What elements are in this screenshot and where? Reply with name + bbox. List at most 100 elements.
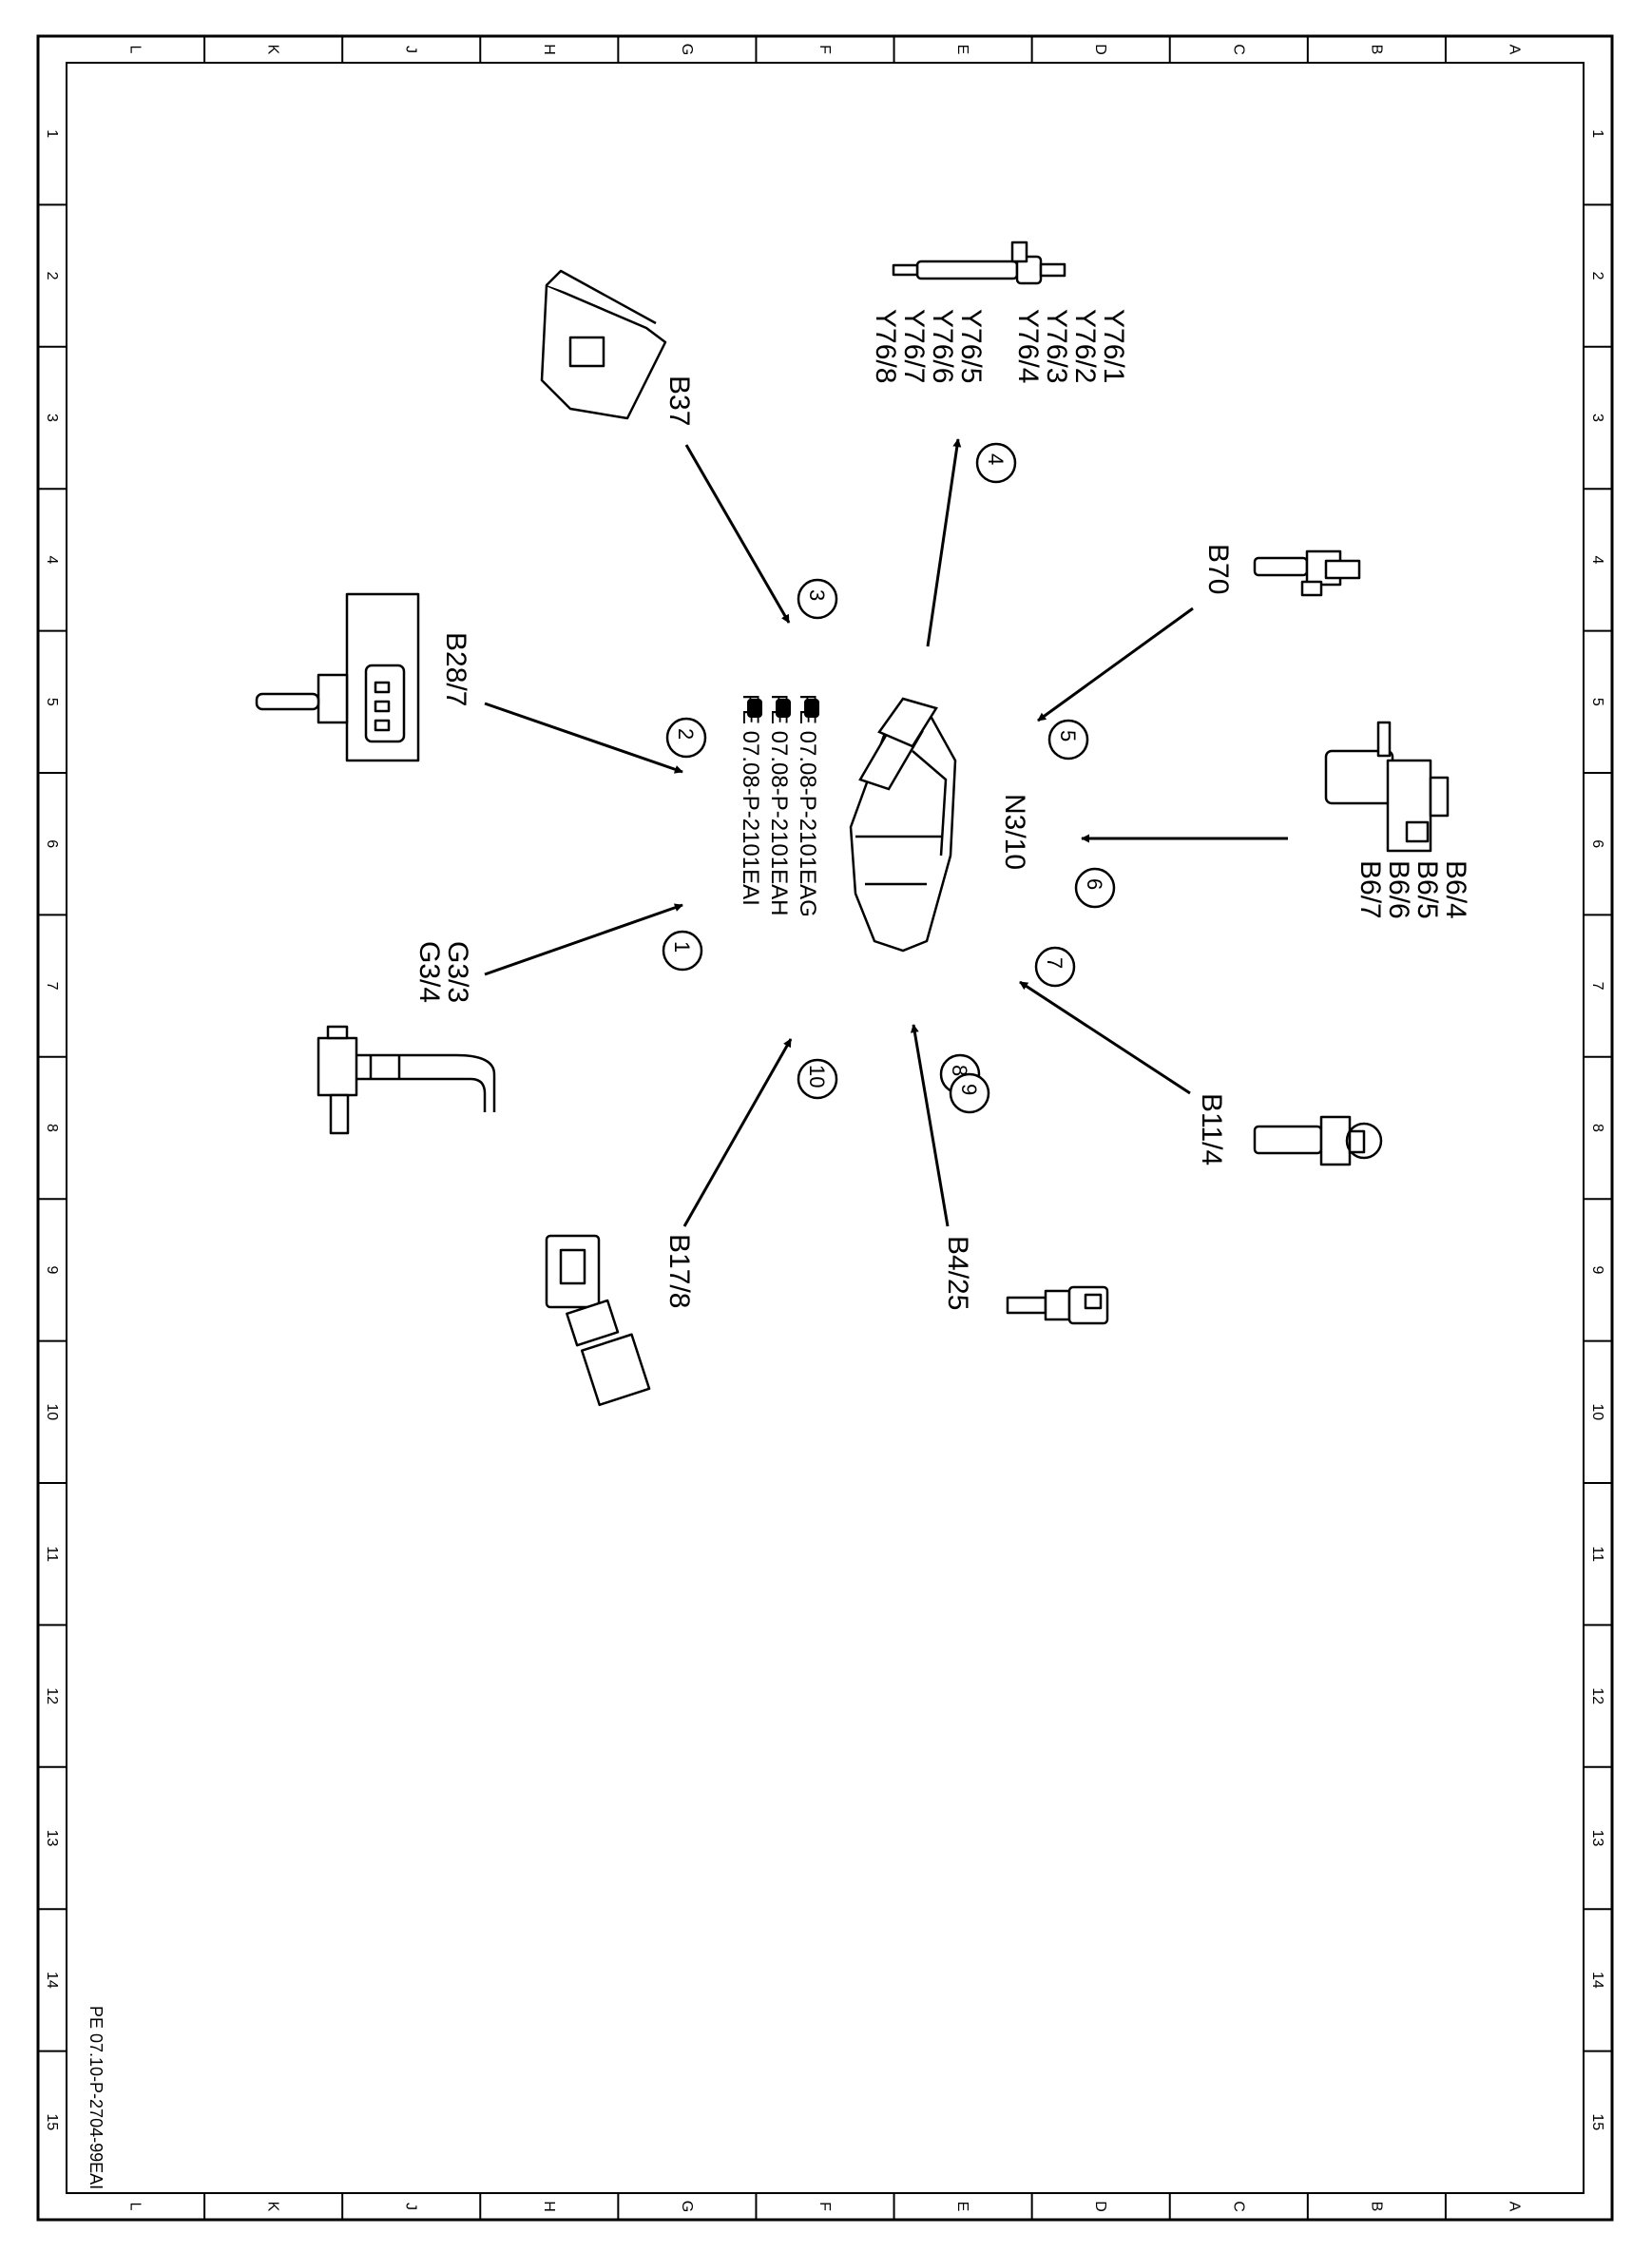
grid-row-label: 1 <box>1589 129 1605 138</box>
component-label: B17/8 <box>663 1234 695 1308</box>
grid-row-label: 11 <box>44 1546 60 1562</box>
reference-item: PE 07.08-P-2101EAI <box>738 694 763 906</box>
grid-column-label: J <box>403 2203 419 2210</box>
arrow-2 <box>484 702 683 774</box>
crankshaft-sensor-icon <box>1253 549 1361 597</box>
grid-row-label: 15 <box>1589 2113 1605 2130</box>
arrow-4 <box>926 438 962 647</box>
grid-column-label: D <box>1092 44 1108 55</box>
component-label: Y76/7 <box>898 309 930 383</box>
grid-row-label: 7 <box>1589 982 1605 991</box>
grid-row-label: 12 <box>44 1687 60 1704</box>
drawing-frame <box>36 34 1614 2222</box>
component-label: B37 <box>663 376 695 426</box>
grid-row-label: 10 <box>44 1403 60 1420</box>
arrow-3 <box>684 444 791 624</box>
callout-7-circle <box>1034 946 1076 988</box>
callout-10-circle <box>797 1058 838 1100</box>
grid-column-label: L <box>127 46 144 54</box>
grid-column-label: G <box>679 2201 695 2212</box>
grid-column-label: C <box>1230 44 1246 55</box>
grid-row-label: 5 <box>1589 698 1605 706</box>
grid-column-label: F <box>816 2202 833 2211</box>
component-label: Y76/5 <box>955 309 987 383</box>
control-unit-n3-10 <box>849 697 957 953</box>
callout-9-circle <box>949 1072 990 1114</box>
component-label: B6/4 <box>1440 860 1471 919</box>
callout-number: 9 <box>957 1084 981 1095</box>
component-label: Y76/1 <box>1098 309 1129 383</box>
grid-row-label: 13 <box>44 1830 60 1847</box>
pedal-sensor-icon <box>540 269 667 420</box>
callout-number: 4 <box>984 453 1008 465</box>
reference-hand-icon <box>747 699 819 718</box>
component-labels: G3/3 G3/4 B28/7 B37 Y76/1 Y76/2 Y76/3 Y7… <box>413 309 1471 1310</box>
callout-5-circle <box>1047 719 1089 761</box>
grid-row-label: 4 <box>44 555 60 564</box>
injector-icon <box>892 241 1066 285</box>
grid-row-label: 14 <box>44 1972 60 1989</box>
grid-column-label: H <box>541 44 557 55</box>
callout-number: 3 <box>805 589 829 601</box>
camshaft-sensor-icon <box>1324 721 1450 853</box>
grid-row-label: 3 <box>1589 414 1605 422</box>
grid-row-label: 6 <box>44 839 60 848</box>
grid-column-label: H <box>541 2201 557 2212</box>
grid-row-label: 9 <box>44 1265 60 1274</box>
grid-row-label: 12 <box>1589 1687 1605 1704</box>
reference-item: PE 07.08-P-2101EAH <box>766 694 792 915</box>
grid-column-label: E <box>954 2202 970 2212</box>
component-label: B70 <box>1202 544 1234 594</box>
arrow-10 <box>682 1038 793 1227</box>
arrow-7 <box>1019 980 1191 1095</box>
grid-column-label: J <box>403 46 419 53</box>
grid-row-label: 14 <box>1589 1972 1605 1989</box>
grid-row-label: 3 <box>44 414 60 422</box>
grid-column-label: F <box>816 45 833 54</box>
grid-row-label: 11 <box>1589 1546 1605 1562</box>
grid-column-label: G <box>679 44 695 55</box>
connection-arrows <box>484 438 1288 1227</box>
component-label: B11/4 <box>1196 1093 1227 1165</box>
component-label: B6/5 <box>1412 860 1443 919</box>
grid-row-label: 6 <box>1589 839 1605 848</box>
callout-numbers <box>662 442 1116 1114</box>
component-label: Y76/2 <box>1069 309 1101 383</box>
grid-row-label: 10 <box>1589 1403 1605 1420</box>
grid-column-label: E <box>954 45 970 55</box>
component-label: G3/3 <box>442 941 473 1003</box>
grid-column-label: K <box>265 45 281 55</box>
arrow-5 <box>1037 607 1194 722</box>
grid-row-label: 8 <box>44 1124 60 1132</box>
callout-number: 5 <box>1056 730 1080 741</box>
coolant-temp-sensor-icon <box>1253 1115 1383 1166</box>
arrow-8 <box>910 1024 950 1227</box>
oxygen-sensor-icon <box>317 1025 496 1135</box>
document-code: PE 07.10-P-2704-99EAI <box>86 2006 106 2189</box>
grid-row-label: 9 <box>1589 1265 1605 1274</box>
grid-column-label: D <box>1092 2201 1108 2212</box>
grid-column-label: A <box>1506 2202 1522 2212</box>
callout-number-texts: 1 2 3 4 5 6 7 8 9 10 <box>670 453 1106 1095</box>
component-label: Y76/3 <box>1041 309 1072 383</box>
intake-temp-sensor-icon <box>545 1234 651 1407</box>
grid-row-label: 2 <box>1589 272 1605 280</box>
grid-column-label: C <box>1230 2201 1246 2212</box>
arrow-1 <box>484 903 683 976</box>
grid-column-label: B <box>1368 2202 1384 2212</box>
callout-number: 2 <box>674 728 698 740</box>
component-label: Y76/8 <box>870 309 901 383</box>
component-label: B28/7 <box>440 632 471 706</box>
callout-2-circle <box>665 717 707 759</box>
component-label: Y76/4 <box>1012 309 1044 383</box>
grid-row-label: 5 <box>44 698 60 706</box>
callout-number: 8 <box>948 1065 971 1076</box>
grid-row-label: 7 <box>44 982 60 991</box>
grid-column-label: B <box>1368 45 1384 55</box>
grid-column-label: L <box>127 2203 144 2211</box>
pressure-sensor-icon <box>255 592 420 762</box>
reference-item: PE 07.08-P-2101EAG <box>795 694 820 917</box>
callout-number: 6 <box>1083 878 1106 890</box>
